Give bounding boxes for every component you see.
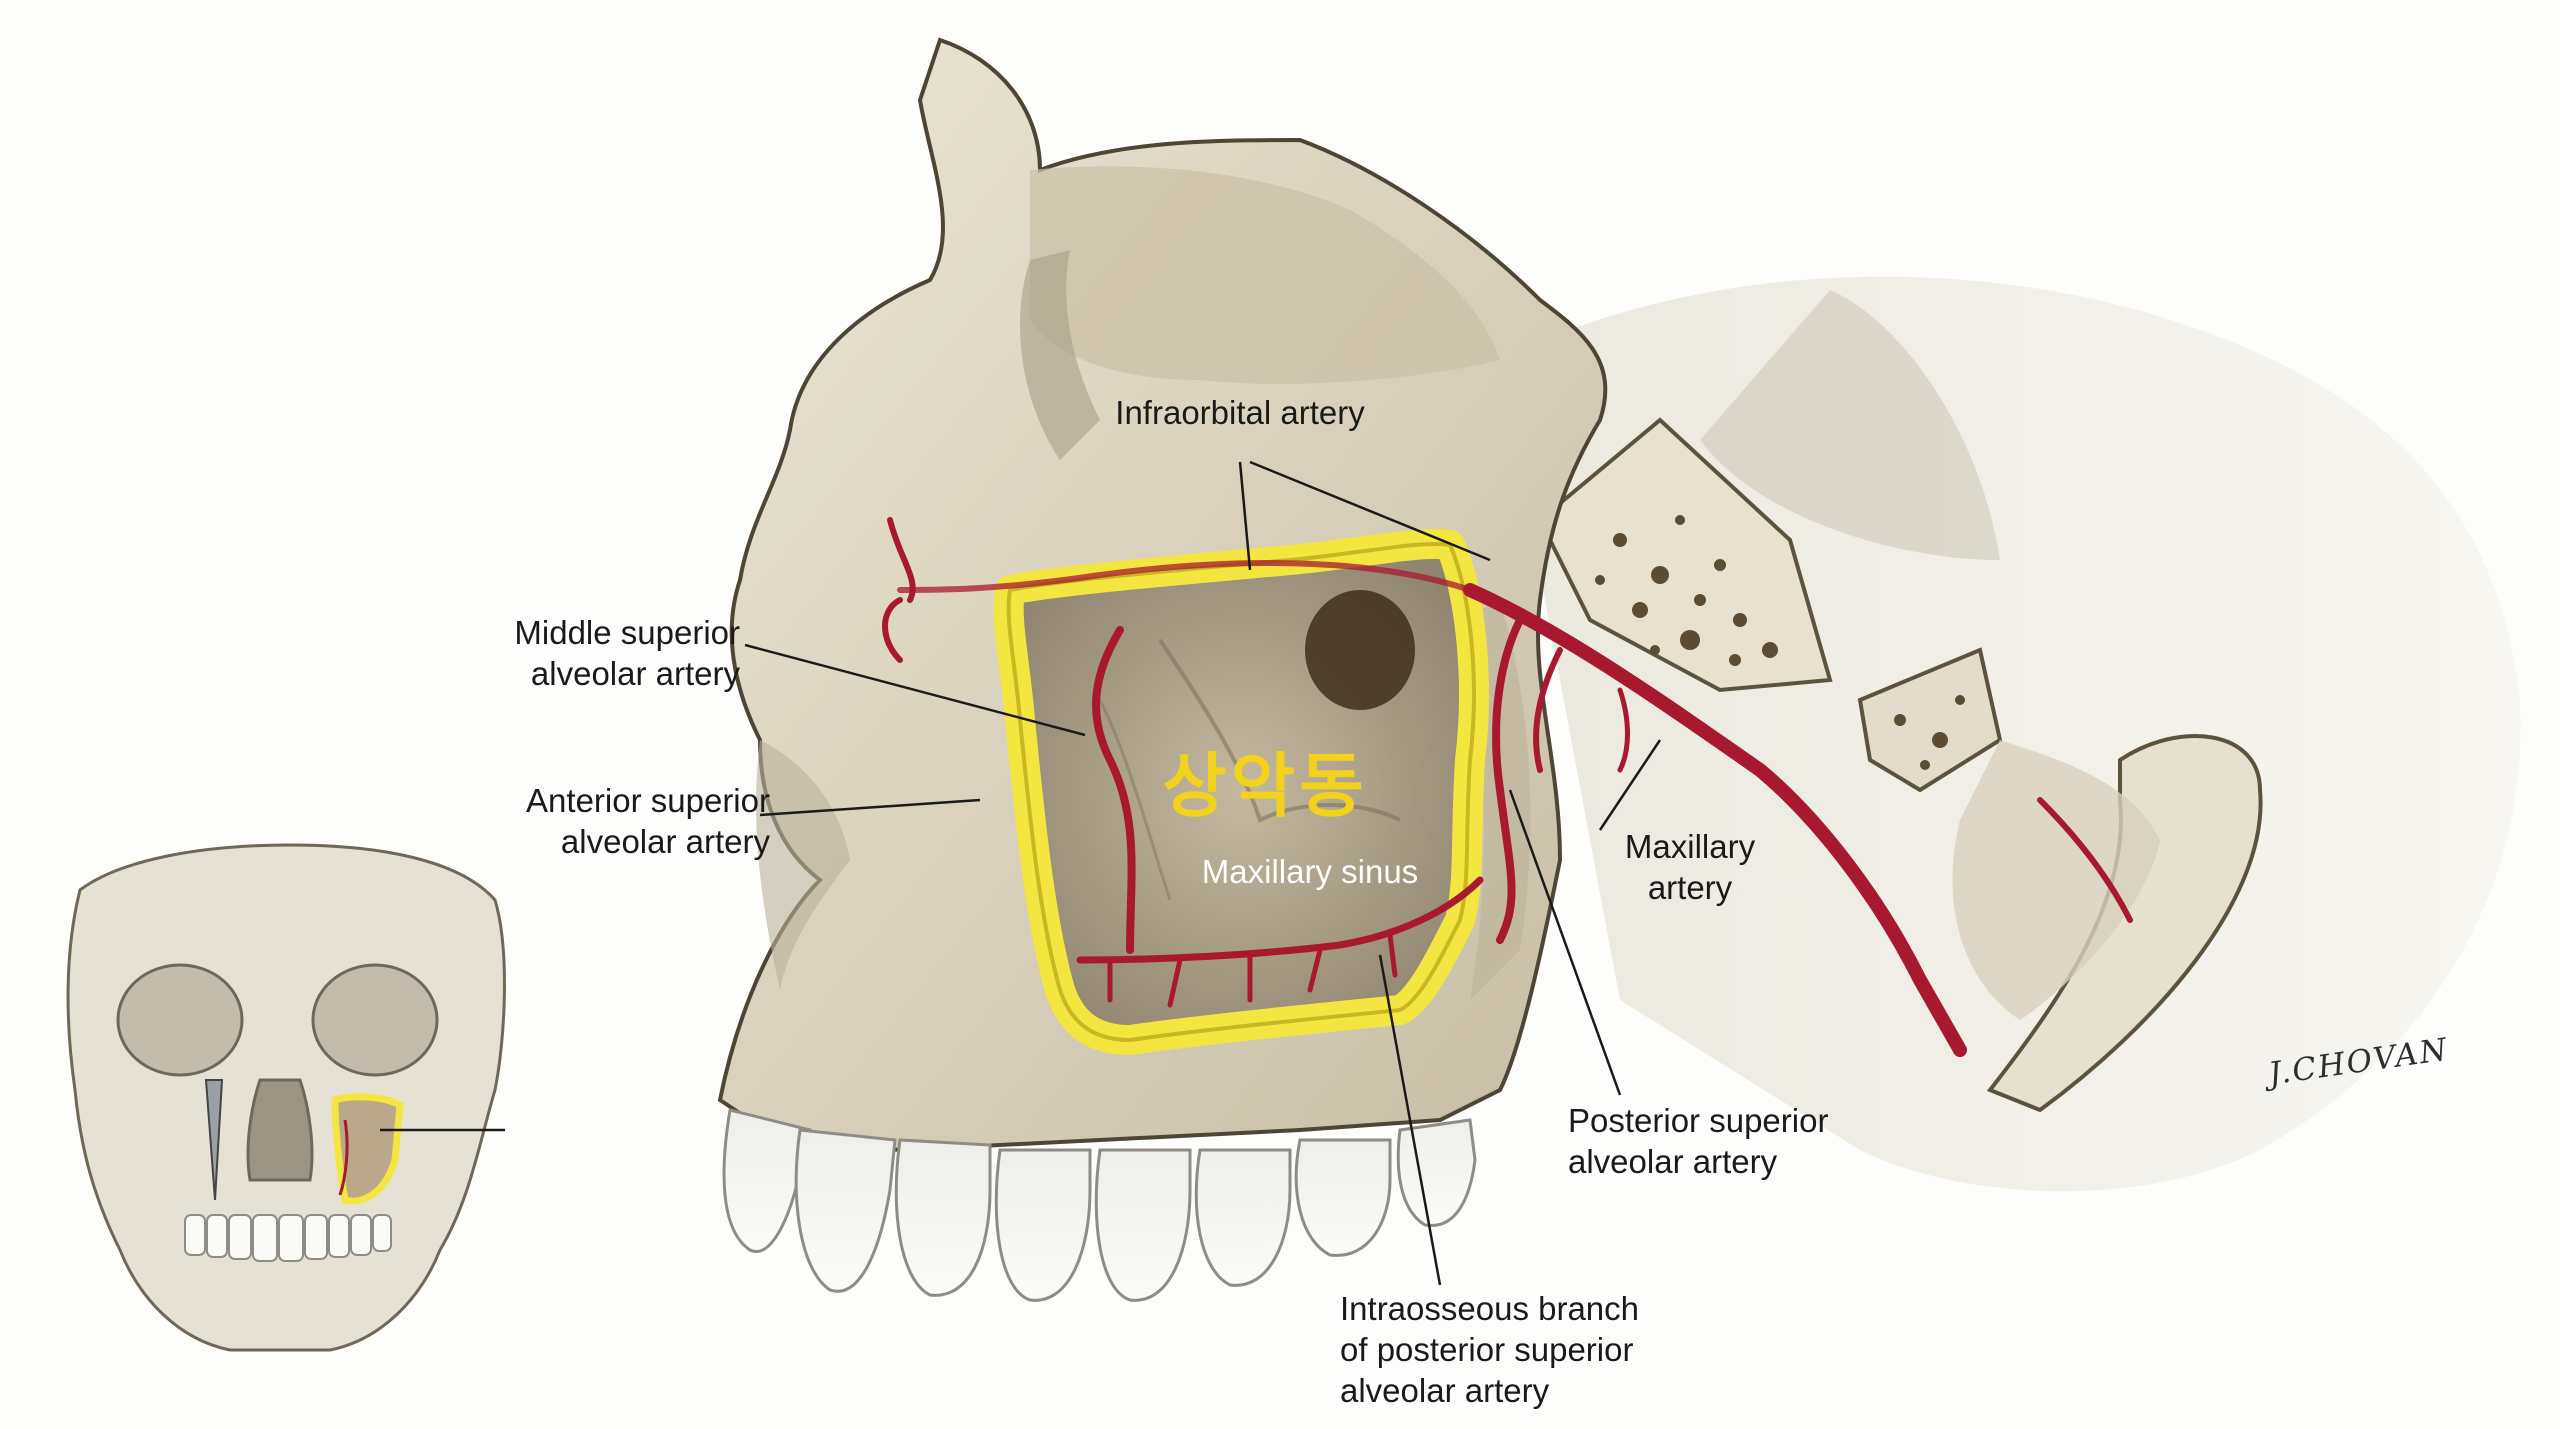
infraorbital-artery-vessel <box>897 560 1473 593</box>
inset-orbit-right <box>116 963 244 1077</box>
leader-intraosseous <box>1378 954 1442 1286</box>
label-maxillary-artery: Maxillary artery <box>1624 828 1756 906</box>
arteries <box>882 517 2133 1057</box>
label-anterior-superior-alveolar-artery: Anterior superior alveolar artery <box>526 782 770 860</box>
leader-middle-superior <box>744 643 1086 737</box>
posterior-superior-alveolar-vessel <box>1492 616 1524 944</box>
leader-infraorbital-1 <box>1238 461 1252 571</box>
leader-posterior-superior <box>1508 789 1622 1096</box>
inset-orbit-left <box>311 963 439 1077</box>
maxillary-artery-vessel <box>1463 583 1967 1057</box>
inset-teeth <box>184 1214 392 1262</box>
zygomatic-bone-cut <box>1537 417 1833 693</box>
label-infraorbital-artery: Infraorbital artery <box>1115 394 1365 431</box>
leader-lines <box>744 460 1662 1286</box>
leader-maxillary-artery <box>1598 739 1662 831</box>
anterior-superior-alveolar-vessel <box>882 517 916 663</box>
inset-sinus-outline <box>331 1093 404 1205</box>
middle-superior-alveolar-vessel <box>1092 626 1136 954</box>
inset-nasal-cavity <box>246 1078 314 1182</box>
label-maxillary-sinus: Maxillary sinus <box>1201 853 1419 890</box>
teeth-row <box>722 1108 1477 1302</box>
label-middle-superior-alveolar-artery: Middle superior alveolar artery <box>514 614 740 692</box>
intraosseous-branch-vessel <box>1076 876 1484 964</box>
label-intraosseous-branch: Intraosseous branch of posterior superio… <box>1340 1290 1640 1409</box>
label-posterior-superior-alveolar-artery: Posterior superior alveolar artery <box>1568 1102 1829 1180</box>
leader-anterior-superior <box>759 798 981 817</box>
inset-skull <box>66 843 506 1352</box>
maxillary-sinus-window <box>993 529 1489 1055</box>
label-korean-title: 상악동 <box>1162 745 1368 827</box>
inset-marker-triangle <box>204 1079 224 1201</box>
posterior-branch-2 <box>1533 647 1563 773</box>
leader-infraorbital-2 <box>1249 460 1491 562</box>
mandible-condyle <box>1857 647 2263 1113</box>
